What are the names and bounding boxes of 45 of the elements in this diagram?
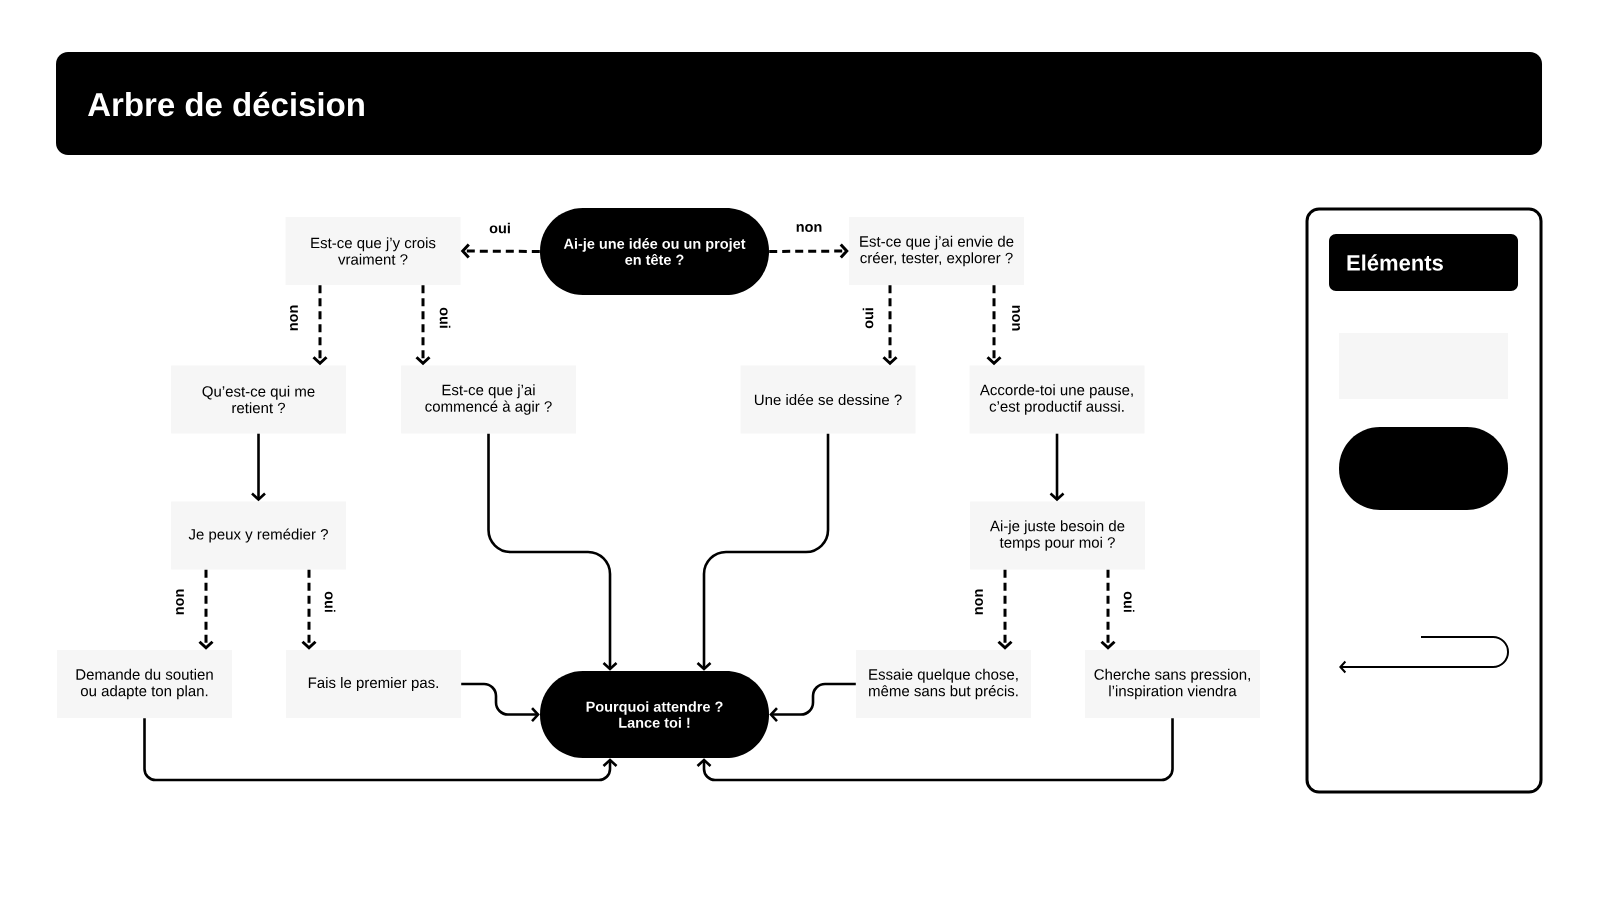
process-box: Ai-je juste besoin de temps pour moi ? — [970, 501, 1145, 570]
arrow — [1049, 433, 1065, 502]
start-terminal: Ai-je une idée ou un projet en tête ? — [540, 208, 769, 295]
process-box: Je peux y remédier ? — [171, 501, 346, 570]
edge-label: oui — [1122, 590, 1136, 614]
edge-label: non — [794, 223, 824, 233]
edge-label: non — [175, 587, 185, 617]
edge-label: oui — [488, 221, 512, 235]
edge-label: oui — [323, 590, 337, 614]
dashed-arrow — [882, 285, 898, 366]
dashed-arrow — [312, 285, 328, 366]
arrow — [487, 433, 618, 671]
edge-label: non — [974, 587, 984, 617]
dashed-arrow — [460, 243, 540, 259]
dashed-arrow — [1100, 569, 1116, 650]
edge-label: oui — [438, 306, 452, 330]
process-box: Essaie quelque chose, même sans but précis. — [856, 650, 1031, 718]
arrow — [251, 433, 266, 502]
process-box: Est-ce que j’ai commencé à agir ? — [401, 365, 576, 434]
process-box: Est-ce que j’y crois vraiment ? — [285, 217, 461, 285]
process-box: Qu’est-ce qui me retient ? — [171, 365, 346, 434]
dashed-arrow — [769, 243, 849, 259]
arrow — [696, 433, 830, 671]
dashed-arrow — [997, 569, 1013, 650]
process-box: Est-ce que j’ai envie de créer, tester, explorer ? — [849, 217, 1024, 285]
dashed-arrow — [198, 569, 214, 650]
process-box: Accorde-toi une pause, c’est productif aussi. — [969, 365, 1145, 434]
arrow — [143, 718, 618, 782]
title-banner: Arbre de décision — [56, 52, 1542, 155]
arrow — [461, 682, 540, 722]
legend-header: Eléments — [1329, 234, 1518, 291]
arrow — [696, 718, 1174, 782]
dashed-arrow — [415, 285, 431, 366]
edge-label: non — [1011, 303, 1021, 333]
arrow — [769, 682, 856, 722]
dashed-arrow — [986, 285, 1002, 366]
process-box: Cherche sans pression, l’inspiration viendra — [1085, 650, 1260, 718]
process-box: Fais le premier pas. — [286, 650, 461, 718]
end-terminal: Pourquoi attendre ? Lance toi ! — [540, 671, 769, 758]
dashed-arrow — [301, 569, 317, 650]
process-box: Demande du soutien ou adapte ton plan. — [57, 650, 232, 718]
edge-label: non — [289, 303, 299, 333]
process-box: Une idée se dessine ? — [740, 365, 916, 434]
edge-label: oui — [861, 306, 875, 330]
sample-pill — [1339, 427, 1508, 510]
